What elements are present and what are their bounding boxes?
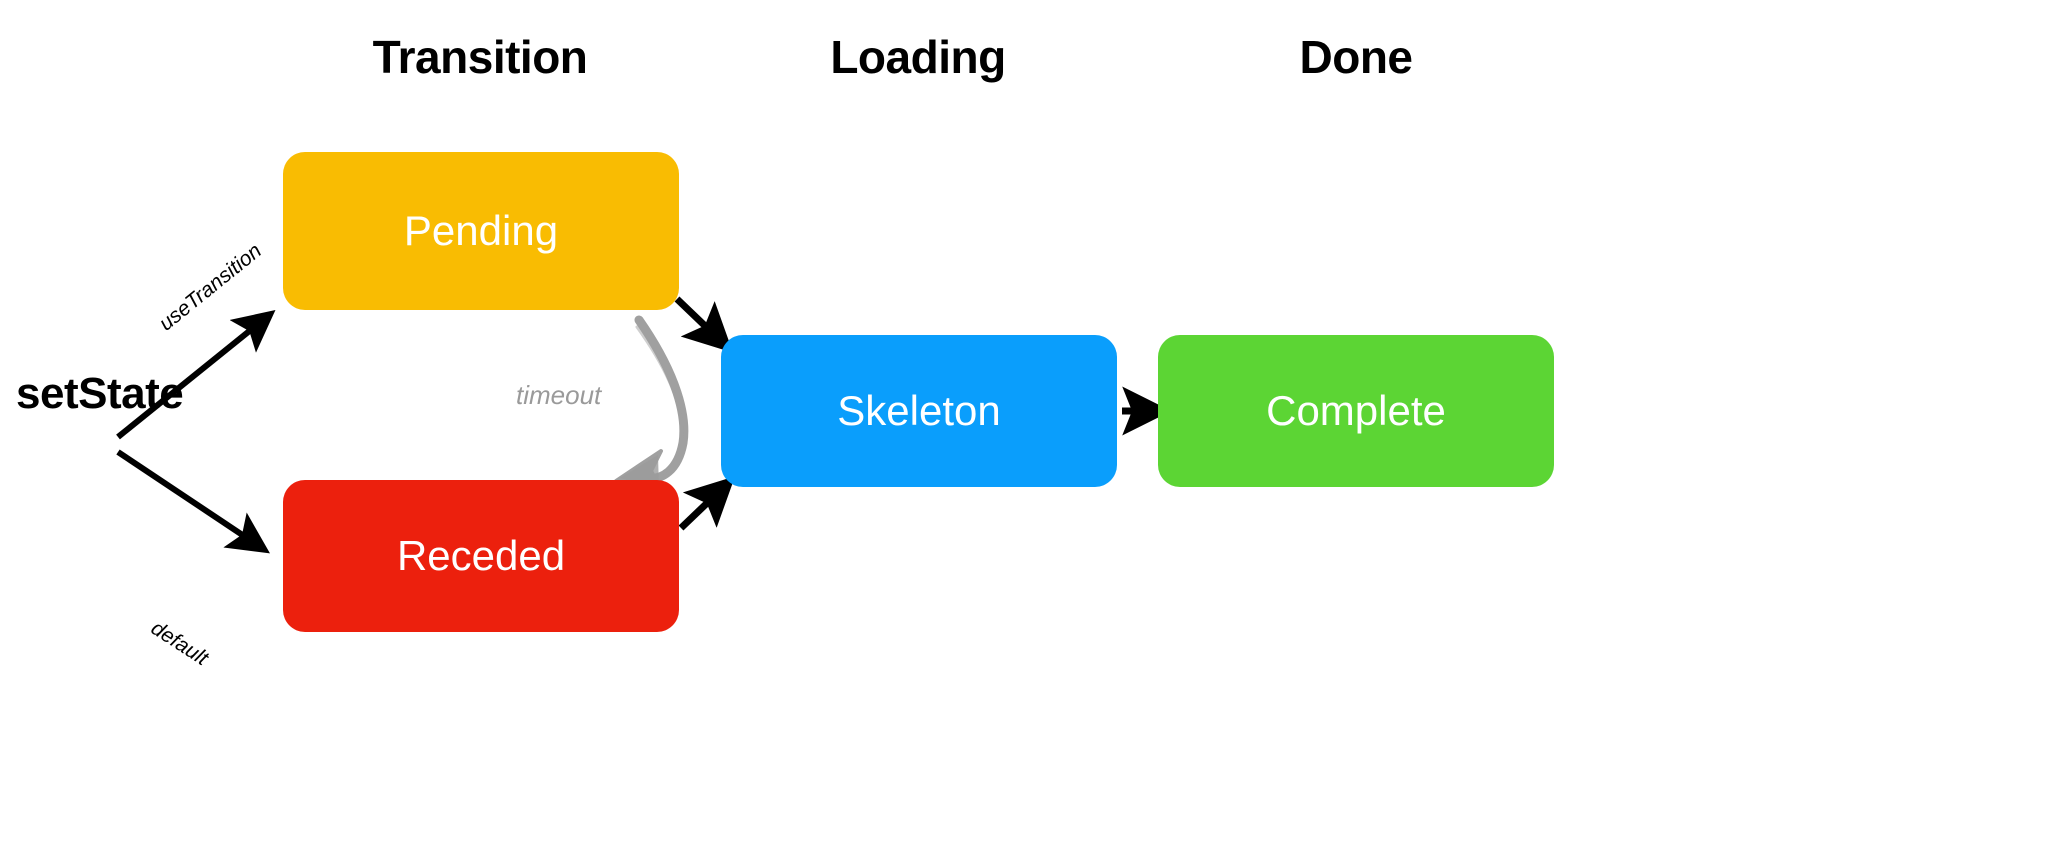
source-node-setstate: setState bbox=[16, 369, 184, 418]
state-box-pending-label: Pending bbox=[403, 207, 559, 254]
state-box-receded-label: Receded bbox=[396, 532, 566, 579]
state-box-complete[interactable]: Complete bbox=[1158, 335, 1554, 487]
arrow-pending-to-skeleton bbox=[674, 296, 734, 353]
edge-label-timeout: timeout bbox=[516, 380, 602, 410]
column-header-done: Done bbox=[1299, 31, 1414, 83]
column-header-transition: Transition bbox=[372, 31, 588, 83]
state-box-skeleton-label: Skeleton bbox=[837, 387, 1001, 434]
edge-label-default: default bbox=[146, 616, 213, 671]
arrow-receded-to-skeleton bbox=[678, 476, 736, 531]
edge-label-usetransition: useTransition bbox=[154, 239, 267, 336]
state-box-complete-label: Complete bbox=[1266, 387, 1446, 434]
state-box-pending[interactable]: Pending bbox=[283, 152, 679, 310]
column-header-loading: Loading bbox=[830, 31, 1006, 83]
state-box-skeleton[interactable]: Skeleton bbox=[721, 335, 1117, 487]
arrow-setstate-to-receded bbox=[116, 449, 270, 554]
state-box-receded[interactable]: Receded bbox=[283, 480, 679, 632]
arrow-pending-to-receded-timeout bbox=[614, 315, 689, 495]
